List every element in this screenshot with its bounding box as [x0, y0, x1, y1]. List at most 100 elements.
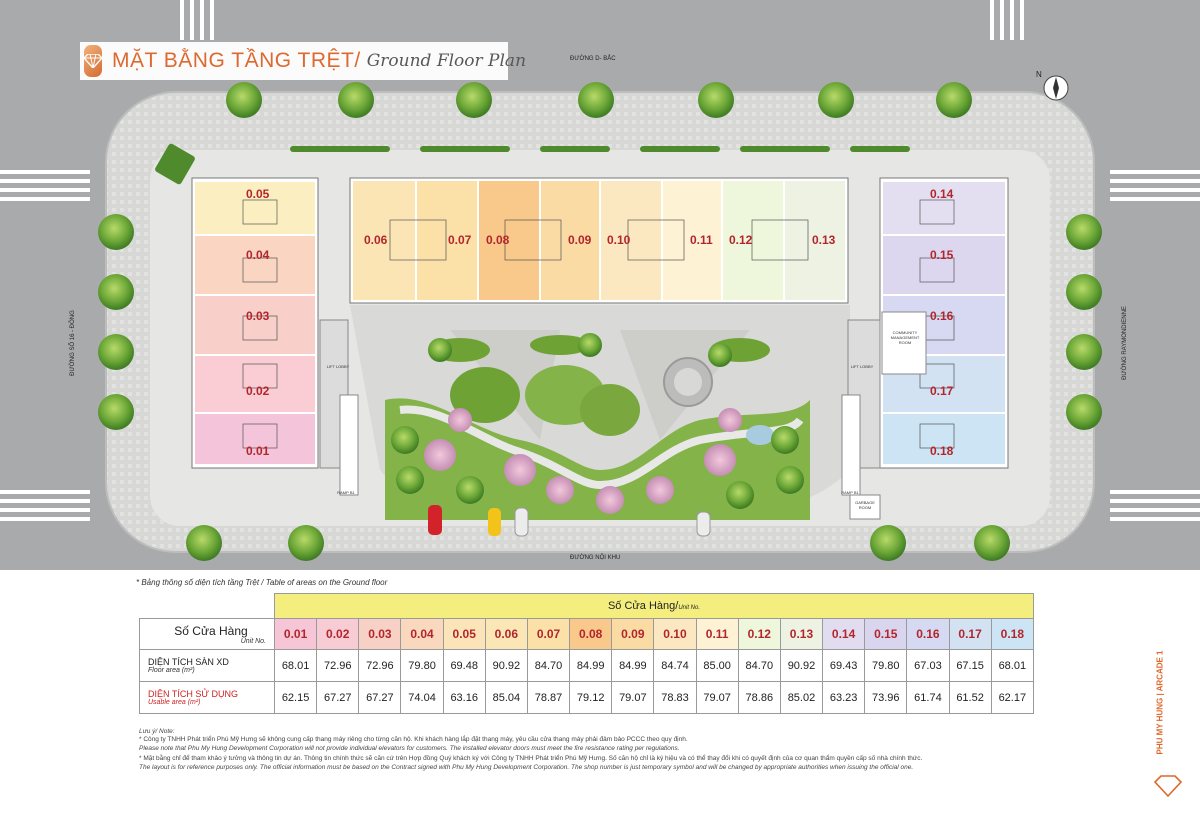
- unit-cell: 0.10: [653, 618, 697, 650]
- usable-area-cell: 63.16: [442, 681, 486, 714]
- note-2-vn: * Mặt bằng chỉ để tham khảo ý tưởng và t…: [139, 755, 923, 763]
- title-english: Ground Floor Plan: [366, 51, 527, 71]
- unit-cell: 0.18: [990, 618, 1035, 650]
- table-caption-en: Table of areas on the Ground floor: [265, 578, 388, 587]
- unit-label-0-11: 0.11: [690, 233, 713, 247]
- unit-label-0-10: 0.10: [607, 233, 631, 247]
- floor-area-cell: 69.48: [442, 649, 486, 682]
- note-1-en: Please note that Phu My Hung Development…: [139, 744, 680, 752]
- unit-label-0-05: 0.05: [246, 187, 270, 201]
- note-2-en: The layout is for reference purposes onl…: [139, 763, 914, 771]
- usable-area-cell: 78.86: [737, 681, 781, 714]
- table-header-en: Unit No.: [678, 605, 701, 611]
- unit-cell: 0.07: [526, 618, 571, 650]
- unit-label-0-13: 0.13: [812, 233, 836, 247]
- usable-area-cell: 61.74: [906, 681, 950, 714]
- brand-diamond-icon: [1153, 770, 1183, 800]
- unit-label-0-03: 0.03: [246, 309, 270, 323]
- ramp-right-label: RAMP B1: [841, 490, 859, 495]
- usable-area-cell: 67.27: [358, 681, 402, 714]
- floor-area-cell: 84.70: [526, 649, 571, 682]
- unit-label-0-09: 0.09: [568, 233, 592, 247]
- unit-cell: 0.03: [358, 618, 402, 650]
- unit-label-0-16: 0.16: [930, 309, 954, 323]
- unit-cell: 0.17: [948, 618, 992, 650]
- unit-label-0-02: 0.02: [246, 384, 270, 398]
- usable-area-cell: 74.04: [400, 681, 444, 714]
- community-room-label: COMMUNITY MANAGEMENT ROOM: [890, 330, 920, 345]
- floor-area-cell: 72.96: [358, 649, 402, 682]
- unit-label-0-07: 0.07: [448, 233, 472, 247]
- unit-label-0-18: 0.18: [930, 444, 954, 458]
- floor-area-cell: 84.70: [737, 649, 781, 682]
- unit-label-0-06: 0.06: [364, 233, 388, 247]
- road-left-label: ĐƯỜNG SỐ 16 - ĐÔNG: [69, 310, 76, 376]
- unit-cell: 0.06: [484, 618, 528, 650]
- usable-area-label-en: Usable area (m²): [148, 699, 201, 706]
- unit-cell: 0.16: [906, 618, 950, 650]
- usable-area-cell: 61.52: [948, 681, 992, 714]
- floor-area-cell: 84.74: [653, 649, 697, 682]
- unit-cell: 0.11: [695, 618, 739, 650]
- table-caption: * Bảng thông số diện tích tầng Trệt / Ta…: [136, 578, 387, 587]
- floor-area-cell: 67.15: [948, 649, 992, 682]
- compass-icon: N: [1036, 68, 1070, 102]
- title-vietnamese: MẶT BẰNG TẦNG TRỆT/: [112, 49, 361, 72]
- lift-lobby-left-label: LIFT LOBBY: [326, 364, 350, 369]
- unit-cell: 0.02: [316, 618, 360, 650]
- table-corner: [139, 593, 275, 619]
- svg-text:N: N: [1036, 70, 1042, 79]
- notes-heading: Lưu ý/ Note:: [139, 728, 175, 735]
- areas-table: Số Cửa Hàng/Unit No. Số Cửa Hàng Unit No…: [139, 593, 1035, 714]
- floor-area-cell: 79.80: [864, 649, 908, 682]
- usable-area-cell: 79.12: [569, 681, 613, 714]
- floor-area-label-vn: DIỆN TÍCH SÀN XD: [148, 657, 229, 667]
- floor-area-cell: 67.03: [906, 649, 950, 682]
- notes-block: Lưu ý/ Note: * Công ty TNHH Phát triển P…: [139, 728, 1099, 772]
- unit-row-label-en: Unit No.: [240, 637, 266, 645]
- unit-label-0-01: 0.01: [246, 444, 270, 458]
- usable-area-cell: 78.83: [653, 681, 697, 714]
- unit-cell: 0.12: [737, 618, 781, 650]
- lift-lobby-right-label: LIFT LOBBY: [850, 364, 874, 369]
- diamond-icon: [84, 45, 102, 77]
- unit-label-0-15: 0.15: [930, 248, 954, 262]
- floor-area-cell: 79.80: [400, 649, 444, 682]
- brand-side-label: PHU MY HUNG | ARCADE 1: [1156, 648, 1176, 768]
- usable-area-cell: 63.23: [822, 681, 866, 714]
- plan-title: MẶT BẰNG TẦNG TRỆT/ Ground Floor Plan: [80, 42, 526, 80]
- unit-row-label-vn: Số Cửa Hàng: [174, 623, 248, 638]
- floor-area-row-label: DIỆN TÍCH SÀN XD Floor area (m²): [139, 649, 275, 682]
- unit-cell: 0.08: [569, 618, 613, 650]
- ramp-left-label: RAMP B1: [337, 490, 355, 495]
- garbage-room-label: GARBAGE ROOM: [855, 500, 875, 510]
- usable-area-cell: 79.07: [611, 681, 655, 714]
- unit-label-0-14: 0.14: [930, 187, 954, 201]
- usable-area-cell: 62.17: [990, 681, 1035, 714]
- unit-label-0-12: 0.12: [729, 233, 753, 247]
- usable-area-cell: 67.27: [316, 681, 360, 714]
- ground-floor-plan: 0.05 0.04 0.03 0.02 0.01 0.06 0.07 0.08 …: [0, 0, 1200, 570]
- brand-side-text: PHU MY HUNG | ARCADE 1: [1155, 650, 1165, 755]
- usable-area-cell: 79.07: [695, 681, 739, 714]
- road-bottom-label: ĐƯỜNG NỘI KHU: [570, 555, 621, 561]
- usable-area-cell: 85.02: [779, 681, 824, 714]
- table-caption-vn: * Bảng thông số diện tích tầng Trệt /: [136, 578, 264, 587]
- unit-label-0-04: 0.04: [246, 248, 270, 262]
- usable-area-cell: 85.04: [484, 681, 528, 714]
- table-header: Số Cửa Hàng/Unit No.: [274, 593, 1034, 619]
- unit-cell: 0.04: [400, 618, 444, 650]
- floor-area-cell: 84.99: [611, 649, 655, 682]
- floor-area-cell: 85.00: [695, 649, 739, 682]
- floor-area-cell: 90.92: [779, 649, 824, 682]
- unit-cell: 0.05: [442, 618, 486, 650]
- road-right-label: ĐƯỜNG RAYMONDIENNE: [1121, 306, 1128, 380]
- note-1-vn: * Công ty TNHH Phát triển Phú Mỹ Hưng sẽ…: [139, 736, 688, 744]
- floor-area-cell: 72.96: [316, 649, 360, 682]
- floor-area-cell: 68.01: [990, 649, 1035, 682]
- unit-row-label: Số Cửa Hàng Unit No.: [139, 618, 275, 650]
- unit-label-0-17: 0.17: [930, 384, 954, 398]
- floor-area-cell: 68.01: [273, 649, 318, 682]
- floor-area-label-en: Floor area (m²): [148, 667, 195, 674]
- floor-area-cell: 84.99: [569, 649, 613, 682]
